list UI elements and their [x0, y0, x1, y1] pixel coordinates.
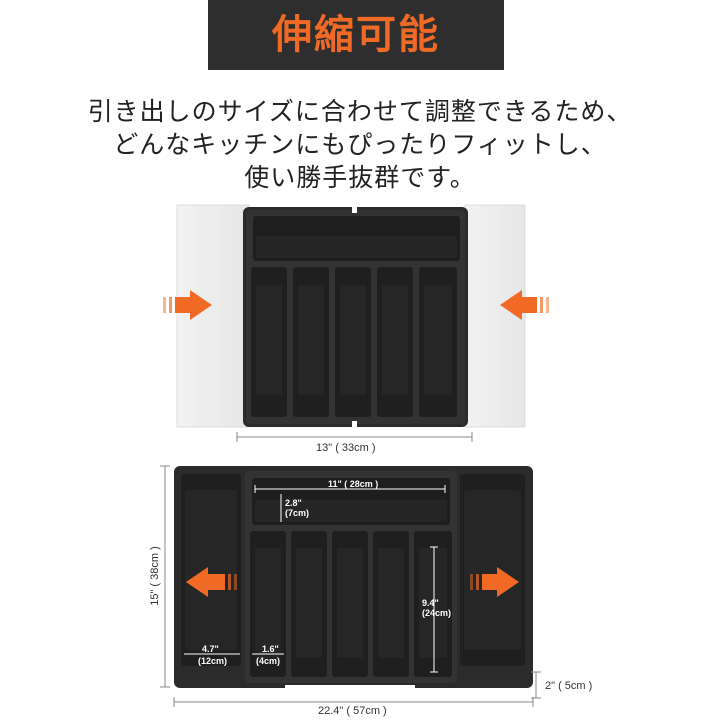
- arrow-in-left-icon: [163, 290, 212, 320]
- ghost-extension-right: [464, 204, 526, 428]
- arrow-out-left-icon: [186, 567, 237, 597]
- ghost-extension-left: [176, 204, 250, 428]
- front-depth-label-1: 2.8": [285, 498, 302, 508]
- arrow-out-right-icon: [470, 567, 519, 597]
- top-tray-group: [163, 204, 549, 442]
- slot-length-label-2: (24cm): [422, 608, 452, 618]
- slot-width-label-1: 1.6": [262, 644, 279, 654]
- side-width-label-2: (12cm): [198, 656, 228, 666]
- total-width-label: 22.4" ( 57cm ): [318, 705, 387, 717]
- top-width-label: 13" ( 33cm ): [316, 442, 376, 454]
- depth-label: 15" ( 38cm ): [149, 546, 161, 606]
- slot-width-label-2: (4cm): [256, 656, 281, 666]
- title-banner: [208, 0, 504, 70]
- arrow-in-right-icon: [500, 290, 549, 320]
- description-line-3: 使い勝手抜群です。: [244, 163, 476, 192]
- side-width-label-1: 4.7": [202, 644, 219, 654]
- bottom-tray-group: [160, 465, 541, 707]
- height-label: 2" ( 5cm ): [545, 680, 593, 692]
- description-line-2: どんなキッチンにもぴったりフィットし、: [113, 130, 607, 159]
- front-depth-label-2: (7cm): [285, 508, 310, 518]
- inner-width-label: 11" ( 28cm ): [328, 479, 379, 489]
- description-line-1: 引き出しのサイズに合わせて調整できるため、: [87, 97, 633, 126]
- top-width-dimension: [236, 432, 473, 442]
- page-title: 伸縮可能: [272, 12, 440, 58]
- slot-length-label-1: 9.4": [422, 598, 439, 608]
